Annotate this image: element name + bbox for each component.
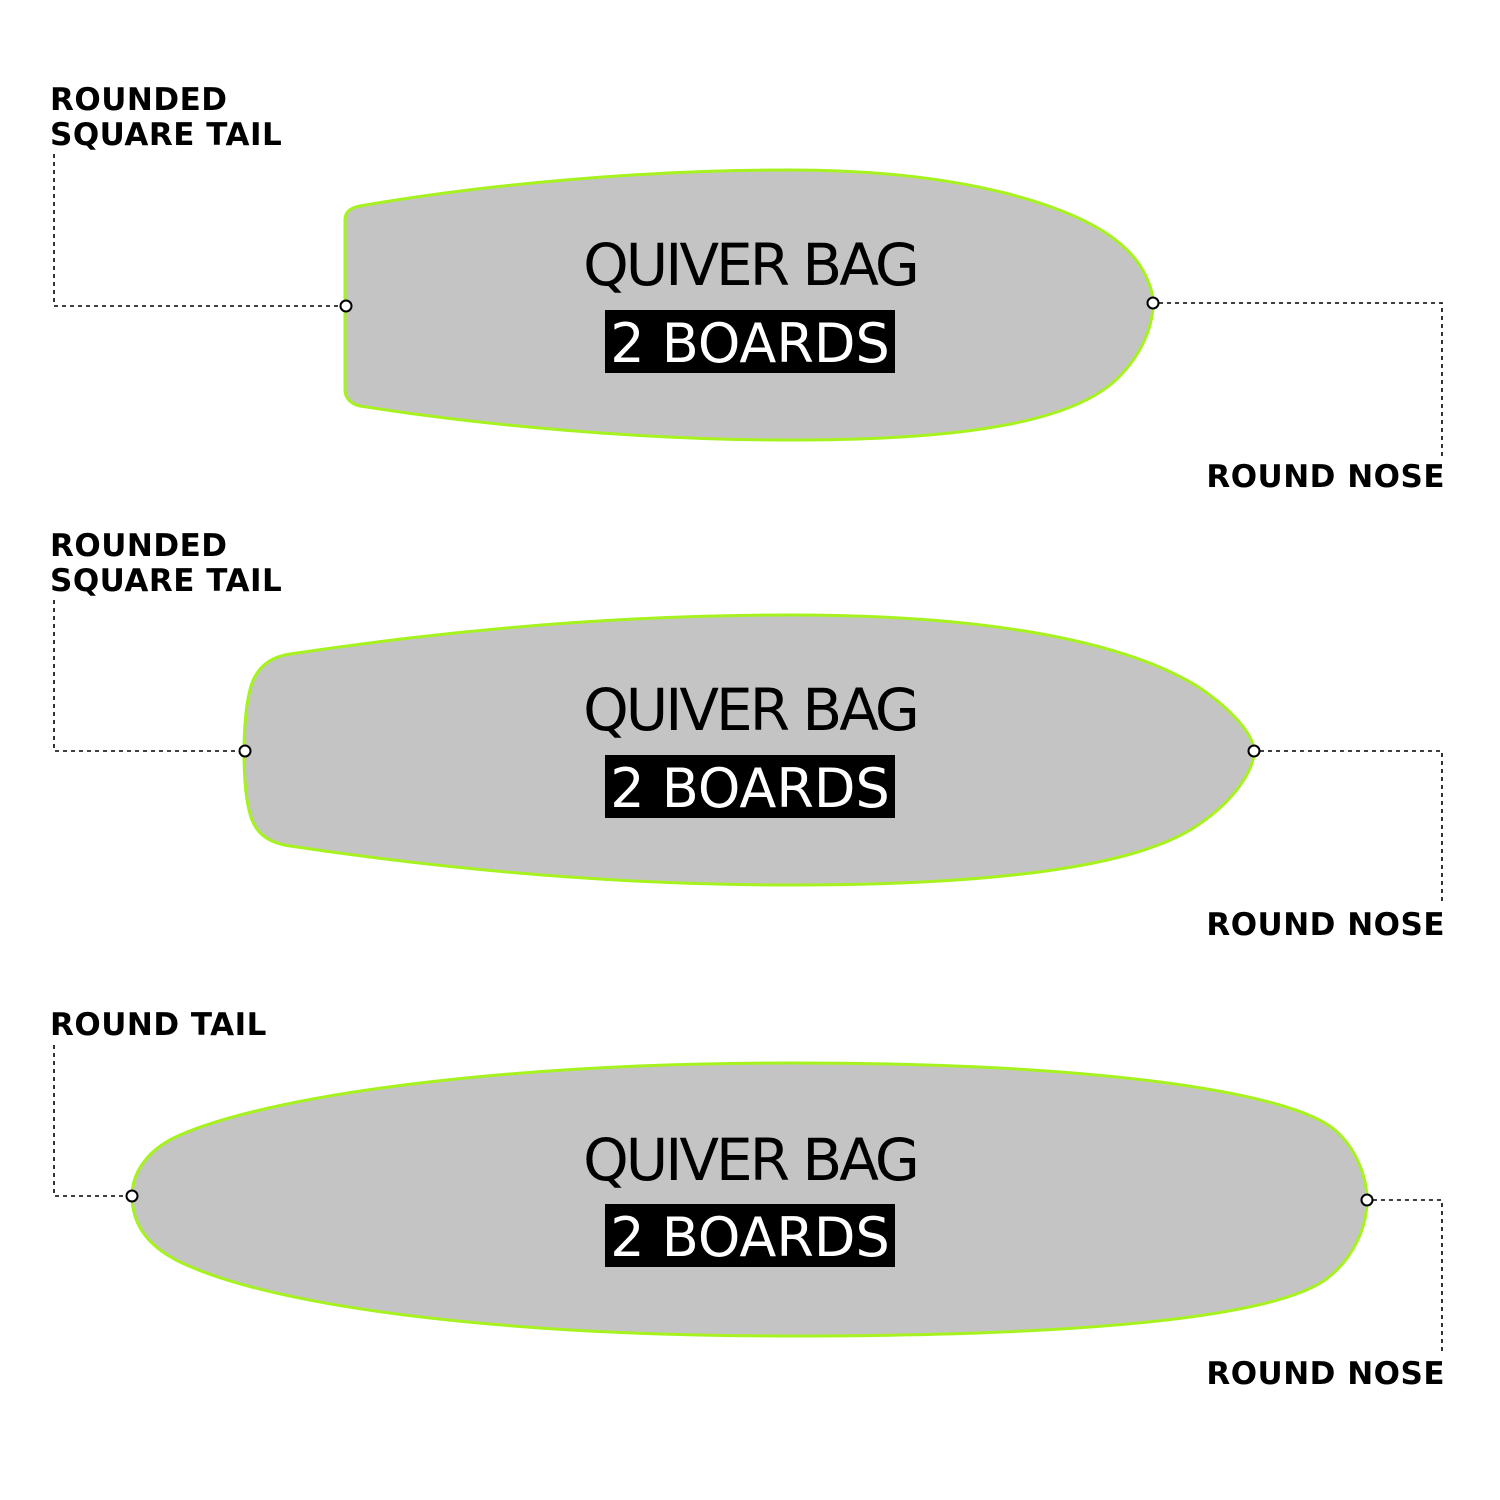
board-1-subtitle-badge	[605, 310, 895, 373]
board-2-nose-leader	[1260, 750, 1443, 904]
board-3-group: ROUND TAIL ROUND NOSE QUIVER BAG 2 BOARD…	[50, 1007, 1445, 1392]
board-1-nose-label: ROUND NOSE	[1206, 459, 1445, 495]
board-2-tail-leader	[53, 600, 239, 752]
board-1-tail-leader	[53, 154, 340, 307]
board-3-tail-point-marker	[125, 1189, 139, 1203]
board-3-bag-subtitle: 2 BOARDS	[610, 1206, 890, 1269]
board-1-nose-point-marker	[1146, 296, 1160, 310]
board-2-shape	[242, 613, 1256, 887]
board-2-subtitle-badge	[605, 755, 895, 818]
board-3-nose-leader	[1373, 1199, 1443, 1352]
board-1-bag-title: QUIVER BAG	[583, 231, 917, 299]
board-1-shape	[343, 168, 1155, 442]
board-3-tail-label: ROUND TAIL	[50, 1007, 267, 1043]
board-3-tail-leader	[53, 1045, 126, 1197]
board-3-shape	[130, 1061, 1369, 1338]
board-1-group: ROUNDED SQUARE TAIL ROUND NOSE QUIVER BA…	[50, 82, 1445, 495]
board-2-bag-title: QUIVER BAG	[583, 676, 917, 744]
board-2-tail-point-marker	[238, 744, 252, 758]
board-2-nose-point-marker	[1247, 744, 1261, 758]
board-3-nose-label: ROUND NOSE	[1206, 1356, 1445, 1392]
board-3-subtitle-badge	[605, 1204, 895, 1267]
board-2-tail-label-line-2: SQUARE TAIL	[50, 563, 282, 599]
board-3-bag-title: QUIVER BAG	[583, 1126, 917, 1194]
board-2-nose-label: ROUND NOSE	[1206, 907, 1445, 943]
board-1-tail-label-line-2: SQUARE TAIL	[50, 117, 282, 153]
board-2-tail-label-line-1: ROUNDED	[50, 528, 227, 564]
board-1-tail-point-marker	[339, 299, 353, 313]
board-2-group: ROUNDED SQUARE TAIL ROUND NOSE QUIVER BA…	[50, 528, 1445, 943]
board-1-bag-subtitle: 2 BOARDS	[610, 312, 890, 375]
board-1-tail-label-line-1: ROUNDED	[50, 82, 227, 118]
board-1-nose-leader	[1159, 302, 1443, 456]
board-2-bag-subtitle: 2 BOARDS	[610, 757, 890, 820]
board-3-nose-point-marker	[1360, 1193, 1374, 1207]
